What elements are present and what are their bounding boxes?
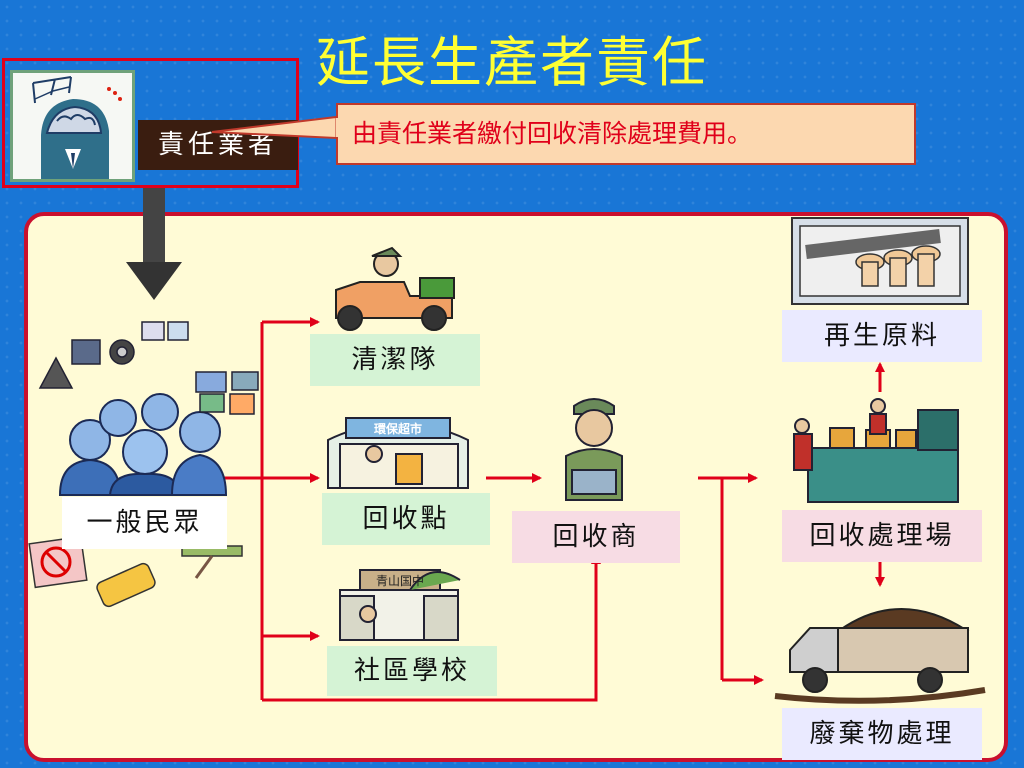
callout-box: 由責任業者繳付回收清除處理費用。: [336, 103, 916, 165]
node-collection-point: 回收點: [322, 493, 490, 545]
node-public: 一般民眾: [62, 497, 227, 549]
thinking-head-icon: [13, 73, 132, 179]
producer-label: 責任業者: [138, 120, 298, 170]
node-processing-plant: 回收處理場: [782, 510, 982, 562]
node-community-school: 社區學校: [327, 646, 497, 696]
page-title: 延長生產者責任: [316, 31, 708, 94]
school-sign: 青山国中: [376, 573, 424, 588]
node-recycler: 回收商: [512, 511, 680, 563]
node-recycled-material: 再生原料: [782, 310, 982, 362]
node-waste-disposal: 廢棄物處理: [782, 708, 982, 760]
node-cleaning-team: 清潔隊: [310, 334, 480, 386]
producer-image: [10, 70, 135, 182]
eco-market-sign: 環保超市: [374, 421, 422, 436]
